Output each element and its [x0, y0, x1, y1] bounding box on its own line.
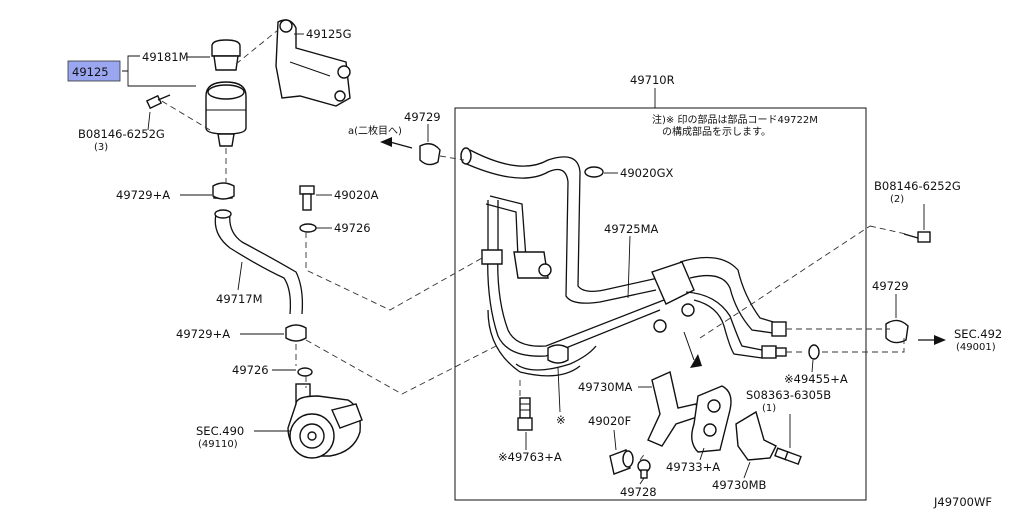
note-line-2: の構成部品を示します。	[662, 125, 771, 138]
label-sec492[interactable]: SEC.492	[954, 327, 1002, 341]
label-49733a[interactable]: 49733+A	[666, 460, 720, 474]
power-steering-pump[interactable]	[287, 383, 363, 459]
label-49726-mid[interactable]: 49726	[232, 363, 269, 377]
label-bolt-right-qty: (2)	[890, 194, 904, 205]
bracket-49125g[interactable]	[275, 19, 351, 107]
clamp-49729-top[interactable]	[419, 143, 441, 166]
label-sec490-sub: (49110)	[198, 439, 238, 450]
bolt-right[interactable]	[903, 231, 931, 243]
clamp-49733a[interactable]	[691, 385, 732, 453]
label-asterisk: ※	[556, 413, 566, 427]
label-ref-a[interactable]: a(二枚目へ)	[348, 124, 402, 137]
label-49710r[interactable]: 49710R	[630, 73, 675, 87]
arrow-to-sec492	[934, 335, 946, 345]
label-bolt-top-left-qty: (3)	[94, 142, 108, 153]
clamp-49729a-top[interactable]	[212, 182, 235, 200]
note-line-1: 注)※ 印の部品は部品コード49722M	[652, 113, 818, 126]
diagram-id: J49700WF	[933, 495, 992, 509]
clamp-49730mb[interactable]	[735, 410, 777, 461]
label-49455a[interactable]: ※49455+A	[784, 372, 848, 386]
label-49125[interactable]: 49125	[72, 65, 109, 79]
clamp-49729a-mid[interactable]	[285, 324, 307, 342]
label-49763a[interactable]: ※49763+A	[498, 450, 562, 464]
washer-49726-top[interactable]	[299, 223, 317, 233]
bolt-49020a[interactable]	[299, 185, 315, 211]
label-49125g[interactable]: 49125G	[306, 27, 352, 41]
bolt-tank[interactable]	[145, 94, 171, 110]
reservoir-tank[interactable]	[205, 39, 247, 147]
label-49730ma[interactable]: 49730MA	[578, 380, 633, 394]
label-sec490[interactable]: SEC.490	[196, 424, 244, 438]
label-49020gx[interactable]: 49020GX	[620, 166, 673, 180]
label-sec492-sub: (49001)	[956, 342, 996, 353]
label-49729a-mid[interactable]: 49729+A	[176, 327, 230, 341]
label-49730mb[interactable]: 49730MB	[712, 478, 767, 492]
highlight-49125	[67, 60, 121, 82]
label-49717m[interactable]: 49717M	[216, 292, 263, 306]
label-49725ma[interactable]: 49725MA	[604, 222, 659, 236]
arrow-to-ref-a	[380, 137, 392, 147]
screw-08363[interactable]	[774, 447, 802, 466]
bolt-49728[interactable]	[637, 459, 651, 479]
label-49020f[interactable]: 49020F	[588, 414, 631, 428]
label-bolt-top-left[interactable]: B08146-6252G	[78, 127, 165, 141]
clamp-49730ma[interactable]	[647, 371, 701, 447]
label-49729a-top[interactable]: 49729+A	[116, 188, 170, 202]
label-49729-right[interactable]: 49729	[872, 279, 909, 293]
label-bolt-right[interactable]: B08146-6252G	[874, 179, 961, 193]
arrow-down	[690, 354, 702, 368]
label-screw-qty: (1)	[762, 403, 776, 414]
assembly-frame	[454, 107, 867, 501]
label-49728[interactable]: 49728	[620, 485, 657, 499]
label-49729-top[interactable]: 49729	[404, 110, 441, 124]
label-49020a[interactable]: 49020A	[334, 188, 379, 202]
hose-assembly-49710r[interactable]	[460, 147, 787, 377]
oring-49020gx[interactable]	[584, 166, 604, 178]
grommet-49020f[interactable]	[609, 449, 634, 475]
label-49726-top[interactable]: 49726	[334, 221, 371, 235]
label-screw[interactable]: S08363-6305B	[746, 388, 831, 402]
clamp-49729-right[interactable]	[885, 319, 909, 344]
oring-49455a[interactable]	[808, 344, 820, 360]
label-49181m[interactable]: 49181M	[142, 50, 189, 64]
washer-49726-mid[interactable]	[297, 367, 313, 377]
fitting-49763a[interactable]	[517, 397, 533, 431]
